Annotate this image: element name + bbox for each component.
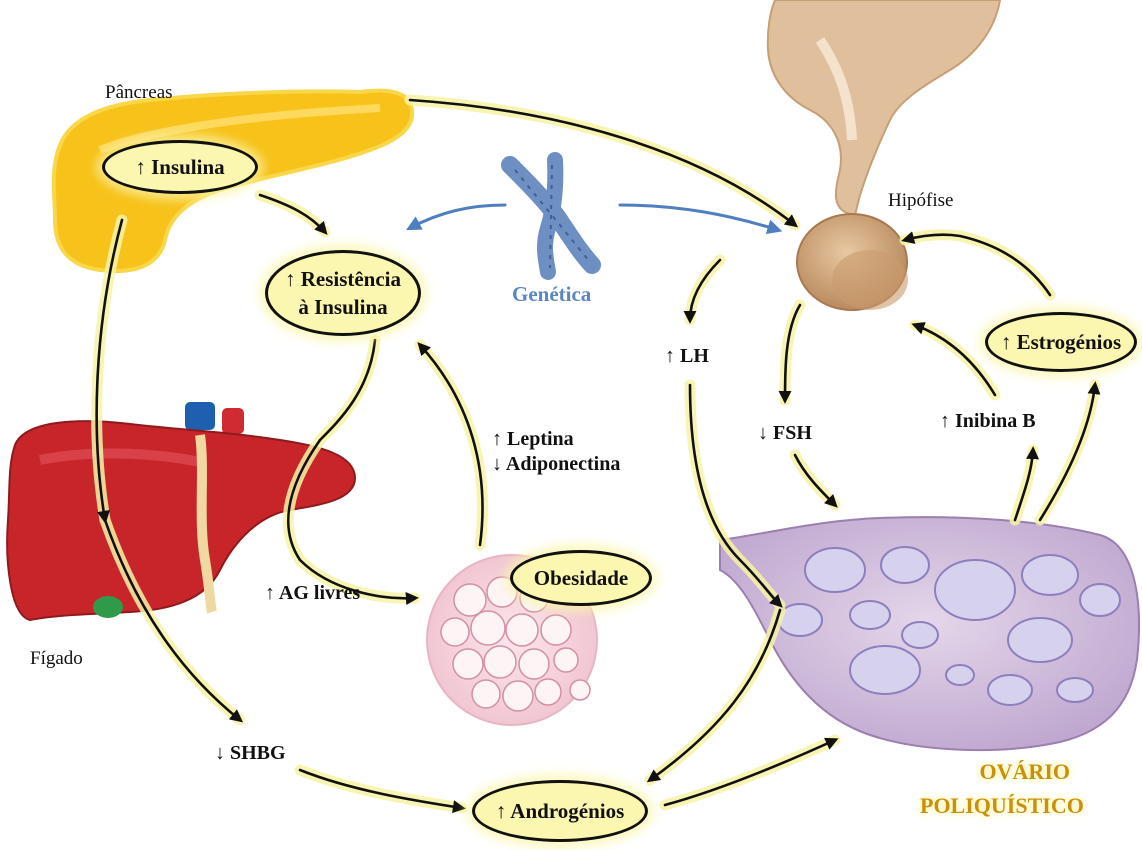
label-leptina: ↑ Leptina xyxy=(492,428,574,451)
chromosome-illustration xyxy=(510,160,592,272)
label-ovario-poliquistico: OVÁRIO POLIQUÍSTICO xyxy=(920,755,1070,823)
bubble-insulina-text: ↑ Insulina xyxy=(135,155,224,180)
label-fsh: ↓ FSH xyxy=(758,422,812,445)
bubble-androgenios-text: ↑ Androgénios xyxy=(496,799,625,824)
arrow-genetica-to-hipofise xyxy=(620,205,778,230)
bubble-resistencia-line1: ↑ Resistência xyxy=(285,265,401,293)
bubble-insulina: ↑ Insulina xyxy=(102,140,258,194)
bubble-androgenios: ↑ Androgénios xyxy=(472,780,648,842)
label-adiponectina: ↓ Adiponectina xyxy=(492,453,620,476)
label-inibina: ↑ Inibina B xyxy=(940,410,1036,433)
label-figado: Fígado xyxy=(30,648,83,670)
label-ag-livres: ↑ AG livres xyxy=(265,582,360,605)
bubble-resistencia-line2: à Insulina xyxy=(285,293,401,321)
polycystic-ovary-illustration xyxy=(720,517,1139,750)
pituitary-illustration xyxy=(768,0,1000,310)
label-pancreas: Pâncreas xyxy=(105,82,173,104)
bubble-estrogenios: ↑ Estrogénios xyxy=(985,312,1137,372)
label-ovario-line2: POLIQUÍSTICO xyxy=(920,789,1070,823)
arrow-ovario-to-androgenios xyxy=(650,610,780,780)
label-ovario-line1: OVÁRIO xyxy=(920,755,1070,789)
arrow-pancreas-to-hipofise xyxy=(410,100,795,225)
bubble-obesidade: Obesidade xyxy=(510,550,652,606)
bubble-estrogenios-text: ↑ Estrogénios xyxy=(1001,330,1121,355)
arrow-genetica-to-resistencia xyxy=(410,205,505,228)
genetica-arrows xyxy=(410,205,778,230)
bubble-resistencia-insulina: ↑ Resistência à Insulina xyxy=(265,250,421,336)
label-genetica: Genética xyxy=(512,282,591,307)
label-shbg: ↓ SHBG xyxy=(215,742,286,765)
label-lh: ↑ LH xyxy=(665,345,709,368)
bubble-obesidade-text: Obesidade xyxy=(534,566,629,591)
label-hipofise: Hipófise xyxy=(888,190,953,212)
